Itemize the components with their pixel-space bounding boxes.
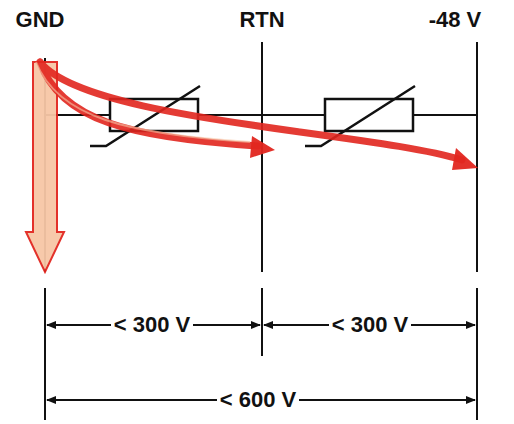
terminal-label: GND [13,7,68,32]
dimension-label: < 600 V [217,387,299,412]
terminal-label: RTN [236,7,287,32]
dimension-label: < 300 V [329,312,411,337]
dimension-label: < 300 V [111,312,193,337]
terminal-label: -48 V [426,7,485,32]
